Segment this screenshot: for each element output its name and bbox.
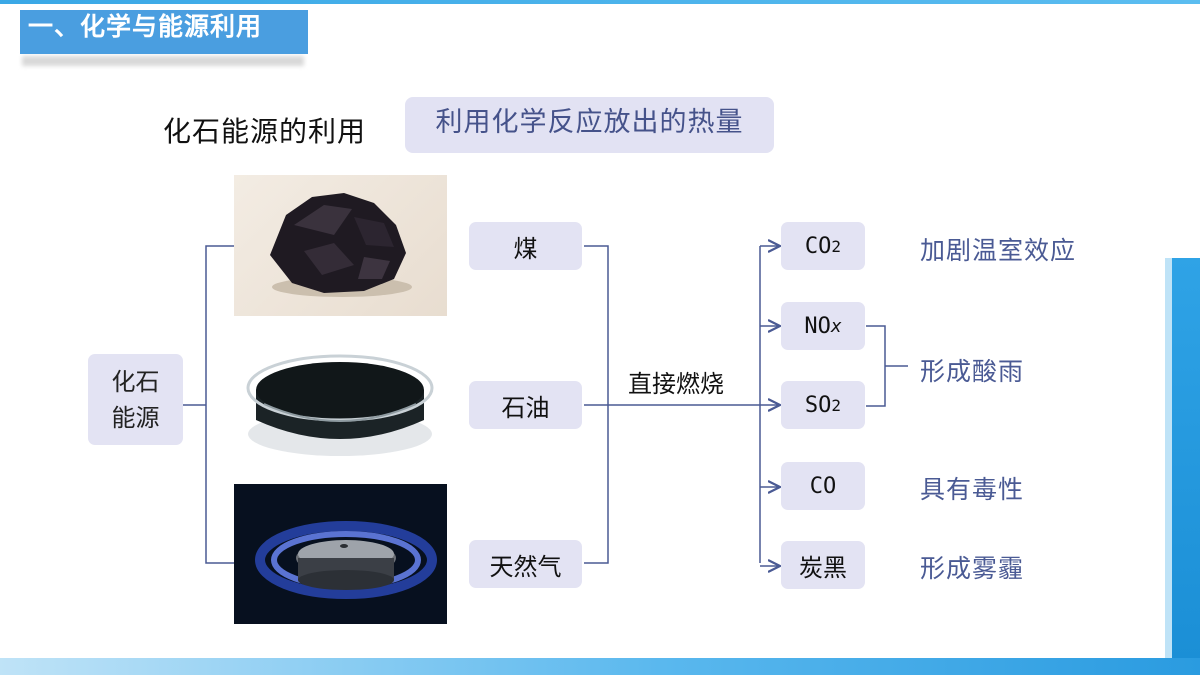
source-oil: 石油: [469, 381, 582, 429]
co2-sub: 2: [831, 236, 842, 256]
nox-base: NO: [804, 313, 831, 339]
combustion-label: 直接燃烧: [628, 370, 724, 398]
fossil-bracket: [205, 245, 234, 564]
heading-tag: 利用化学反应放出的热量: [405, 97, 774, 153]
so2-sub: 2: [831, 395, 842, 415]
right-accent-bar: [1172, 258, 1200, 658]
section-title: 一、化学与能源利用: [20, 10, 308, 54]
effect-acid-rain: 形成酸雨: [920, 357, 1025, 386]
source-natural-gas: 天然气: [469, 540, 582, 588]
product-co: CO: [781, 462, 865, 510]
effect-toxic: 具有毒性: [920, 475, 1025, 504]
so2-base: SO: [804, 392, 832, 418]
product-soot: 炭黑: [781, 541, 865, 589]
nox-sub: x: [830, 315, 842, 337]
bottom-accent-bar: [0, 658, 1200, 675]
coal-image: [234, 175, 447, 316]
fossil-energy-box: 化石 能源: [88, 354, 183, 445]
top-accent-line: [0, 0, 1200, 4]
title-shadow: [22, 56, 304, 66]
right-accent-bar-light: [1165, 258, 1172, 658]
oil-dish-image: [234, 330, 447, 470]
gas-flame-image: [234, 484, 447, 624]
effect-greenhouse: 加剧温室效应: [920, 236, 1077, 265]
effect-smog: 形成雾霾: [920, 554, 1025, 583]
heading-text: 化石能源的利用: [163, 115, 367, 148]
fossil-line2: 能源: [111, 403, 160, 432]
source-coal: 煤: [469, 222, 582, 270]
acid-rain-bracket: [866, 325, 886, 407]
co-base: CO: [809, 473, 837, 499]
co2-base: CO: [804, 233, 832, 259]
fossil-line1: 化石: [111, 367, 160, 396]
